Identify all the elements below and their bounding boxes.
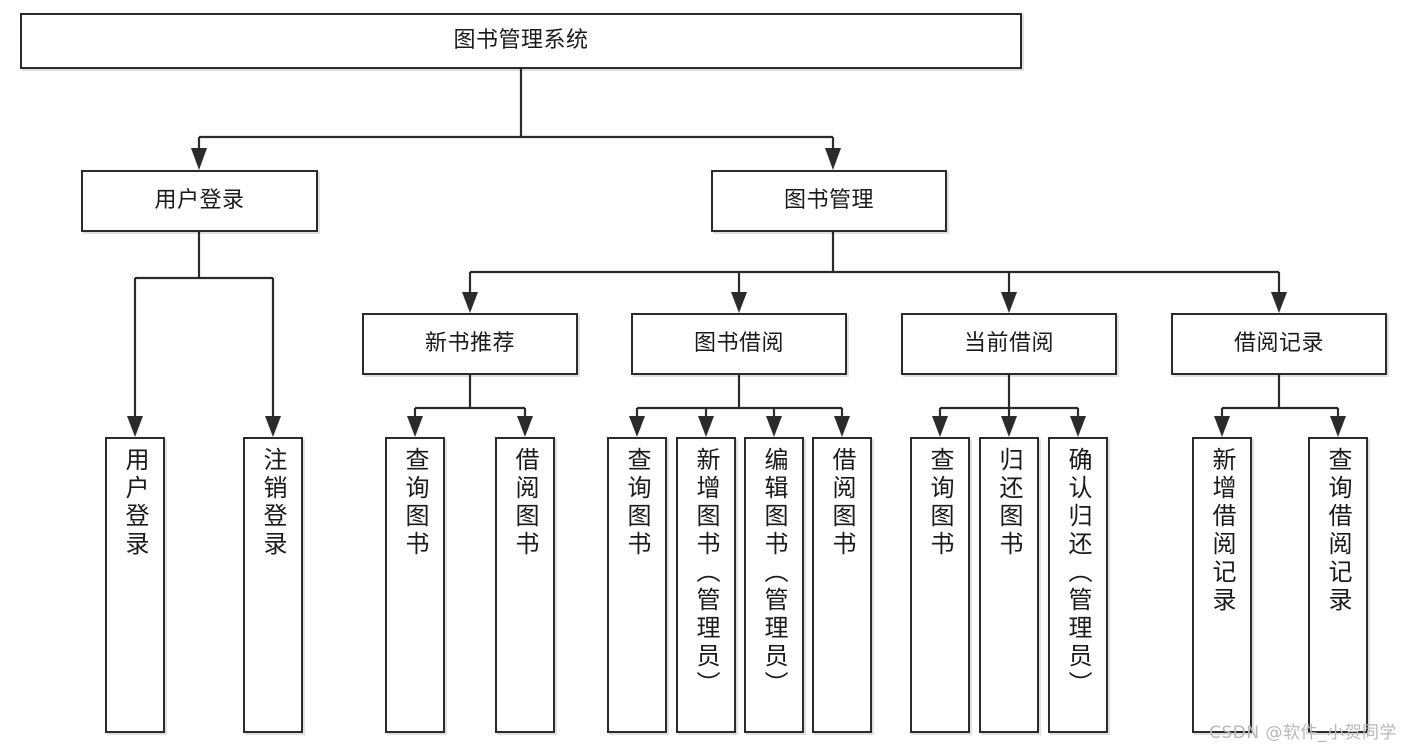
arrow-user-login [191, 148, 207, 170]
node-leaf-add-book-label: 新增图书（管理员） [692, 447, 720, 699]
node-leaf-query-record[interactable]: 查询借阅记录 [1308, 437, 1368, 733]
arrow-book-borrow [731, 292, 747, 313]
arrow-leaf-query-book-1 [407, 416, 423, 437]
arrow-book-manage [825, 148, 841, 170]
arrow-current-borrow [1001, 292, 1017, 313]
node-leaf-return-book-label: 归还图书 [995, 447, 1023, 559]
arrow-leaf-edit-book [766, 416, 782, 437]
node-leaf-query-book-2-label: 查询图书 [623, 447, 651, 559]
arrow-leaf-logout-login [265, 416, 281, 437]
node-current-borrow-label: 当前借阅 [963, 330, 1054, 356]
node-leaf-query-book-3-label: 查询图书 [926, 447, 954, 559]
node-leaf-borrow-book-1[interactable]: 借阅图书 [495, 437, 555, 733]
node-book-manage-label: 图书管理 [783, 187, 874, 213]
node-leaf-borrow-book-2[interactable]: 借阅图书 [812, 437, 872, 733]
arrow-leaf-return-book [1001, 416, 1017, 437]
arrow-borrow-record [1271, 292, 1287, 313]
node-borrow-record-label: 借阅记录 [1233, 330, 1324, 356]
node-leaf-borrow-book-2-label: 借阅图书 [828, 447, 856, 559]
node-root-label: 图书管理系统 [453, 27, 589, 53]
node-user-login[interactable]: 用户登录 [81, 170, 318, 232]
node-leaf-borrow-book-1-label: 借阅图书 [511, 447, 539, 559]
node-root[interactable]: 图书管理系统 [20, 13, 1022, 69]
node-leaf-confirm-return[interactable]: 确认归还（管理员） [1048, 437, 1108, 733]
node-leaf-add-record[interactable]: 新增借阅记录 [1192, 437, 1252, 733]
arrow-leaf-query-book-2 [629, 416, 645, 437]
node-leaf-return-book[interactable]: 归还图书 [979, 437, 1039, 733]
node-new-book-rec-label: 新书推荐 [424, 330, 515, 356]
node-book-borrow-label: 图书借阅 [693, 330, 784, 356]
node-leaf-query-book-3[interactable]: 查询图书 [910, 437, 970, 733]
node-leaf-user-login[interactable]: 用户登录 [105, 437, 165, 733]
arrow-leaf-borrow-book-1 [517, 416, 533, 437]
node-leaf-logout-login-label: 注销登录 [259, 447, 287, 559]
node-book-manage[interactable]: 图书管理 [711, 170, 947, 232]
arrow-leaf-add-record [1214, 416, 1230, 437]
node-leaf-logout-login[interactable]: 注销登录 [243, 437, 303, 733]
node-leaf-query-book-2[interactable]: 查询图书 [607, 437, 667, 733]
arrow-leaf-query-record [1330, 416, 1346, 437]
node-leaf-user-login-label: 用户登录 [121, 447, 149, 559]
node-leaf-query-book-1[interactable]: 查询图书 [385, 437, 445, 733]
node-leaf-add-book[interactable]: 新增图书（管理员） [676, 437, 736, 733]
node-leaf-query-book-1-label: 查询图书 [401, 447, 429, 559]
node-leaf-query-record-label: 查询借阅记录 [1324, 447, 1352, 615]
arrow-leaf-borrow-book-2 [834, 416, 850, 437]
node-new-book-rec[interactable]: 新书推荐 [362, 313, 578, 375]
node-leaf-edit-book[interactable]: 编辑图书（管理员） [744, 437, 804, 733]
node-borrow-record[interactable]: 借阅记录 [1171, 313, 1387, 375]
watermark-text: CSDN @软件_小贺同学 [1209, 723, 1397, 743]
node-leaf-confirm-return-label: 确认归还（管理员） [1064, 447, 1092, 699]
arrow-leaf-query-book-3 [932, 416, 948, 437]
arrow-leaf-user-login [127, 416, 143, 437]
node-book-borrow[interactable]: 图书借阅 [631, 313, 847, 375]
node-user-login-label: 用户登录 [154, 187, 245, 213]
arrow-new-book-rec [462, 292, 478, 313]
arrow-leaf-confirm-return [1070, 416, 1086, 437]
node-current-borrow[interactable]: 当前借阅 [901, 313, 1117, 375]
arrow-leaf-add-book [698, 416, 714, 437]
node-leaf-edit-book-label: 编辑图书（管理员） [760, 447, 788, 699]
node-leaf-add-record-label: 新增借阅记录 [1208, 447, 1236, 615]
